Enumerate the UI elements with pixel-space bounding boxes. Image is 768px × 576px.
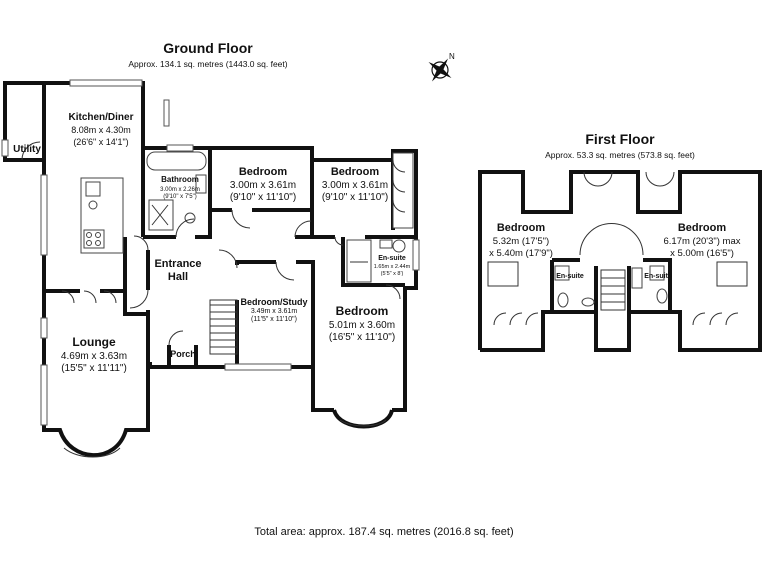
ensuite-name: En-suite: [378, 255, 406, 262]
first-floor-area: Approx. 53.3 sq. metres (573.8 sq. feet): [545, 150, 695, 160]
lounge-metric: 4.69m x 3.63m: [61, 351, 127, 362]
first-floor-fixtures: [487, 171, 748, 326]
kitchen-name: Kitchen/Diner: [68, 112, 133, 123]
kitchen-imperial: (26'6" x 14'1"): [73, 137, 128, 147]
ground-floor-area: Approx. 134.1 sq. metres (1443.0 sq. fee…: [128, 59, 287, 69]
study-metric: 3.49m x 3.61m: [251, 308, 297, 315]
total-area: Total area: approx. 187.4 sq. metres (20…: [254, 526, 513, 538]
ensuite-metric: 1.65m x 2.44m: [374, 264, 411, 270]
bedroom-b-metric: 3.00m x 3.61m: [322, 180, 388, 191]
ground-floor-windows: [1, 79, 420, 458]
first-floor-labels: Bedroom 5.32m (17'5") x 5.40m (17'9") Be…: [489, 222, 741, 280]
bathroom-metric: 3.00m x 2.26m: [160, 187, 200, 193]
utility-name: Utility: [13, 144, 41, 155]
main-bedroom-metric: 5.01m x 3.60m: [329, 320, 395, 331]
ff-bedroom-right-metric: 6.17m (20'3") max: [664, 236, 741, 247]
ensuite-imperial: (5'5" x 8'): [381, 271, 404, 277]
ground-floor-title: Ground Floor: [163, 40, 253, 56]
ground-floor-fixtures: [21, 141, 414, 355]
ff-bedroom-left-name: Bedroom: [497, 222, 546, 234]
ff-bedroom-right-name: Bedroom: [678, 222, 727, 234]
lounge-name: Lounge: [72, 335, 116, 349]
bedroom-a-name: Bedroom: [239, 166, 288, 178]
ground-floor-walls: [3, 81, 418, 458]
ff-bedroom-left-metric: 5.32m (17'5"): [493, 236, 549, 247]
main-bedroom-name: Bedroom: [336, 304, 389, 318]
porch-name: Porch: [170, 349, 196, 359]
bedroom-b-name: Bedroom: [331, 166, 380, 178]
bedroom-b-imperial: (9'10" x 11'10"): [322, 192, 388, 203]
first-floor-walls: [478, 170, 762, 352]
bedroom-a-imperial: (9'10" x 11'10"): [230, 192, 296, 203]
ff-ensuite-left-name: En-suite: [556, 273, 584, 280]
study-name: Bedroom/Study: [240, 297, 307, 307]
kitchen-metric: 8.08m x 4.30m: [71, 125, 131, 135]
lounge-imperial: (15'5" x 11'11"): [61, 363, 127, 374]
ground-floor-labels: Kitchen/Diner 8.08m x 4.30m (26'6" x 14'…: [13, 112, 410, 374]
compass-north-label: N: [449, 52, 455, 61]
main-bedroom-imperial: (16'5" x 11'10"): [329, 332, 395, 343]
ff-bedroom-right-imperial: x 5.00m (16'5"): [670, 248, 734, 259]
bedroom-a-metric: 3.00m x 3.61m: [230, 180, 296, 191]
entrance-hall-line1: Entrance: [154, 258, 201, 270]
first-floor-title: First Floor: [585, 131, 655, 147]
bathroom-name: Bathroom: [161, 175, 199, 184]
ff-bedroom-left-imperial: x 5.40m (17'9"): [489, 248, 553, 259]
study-imperial: (11'5" x 11'10"): [251, 316, 297, 323]
entrance-hall-line2: Hall: [168, 271, 188, 283]
bathroom-imperial: (9'10" x 7'5"): [163, 194, 197, 200]
compass-icon: N: [428, 52, 455, 82]
ff-ensuite-right-name: En-suite: [644, 273, 672, 280]
